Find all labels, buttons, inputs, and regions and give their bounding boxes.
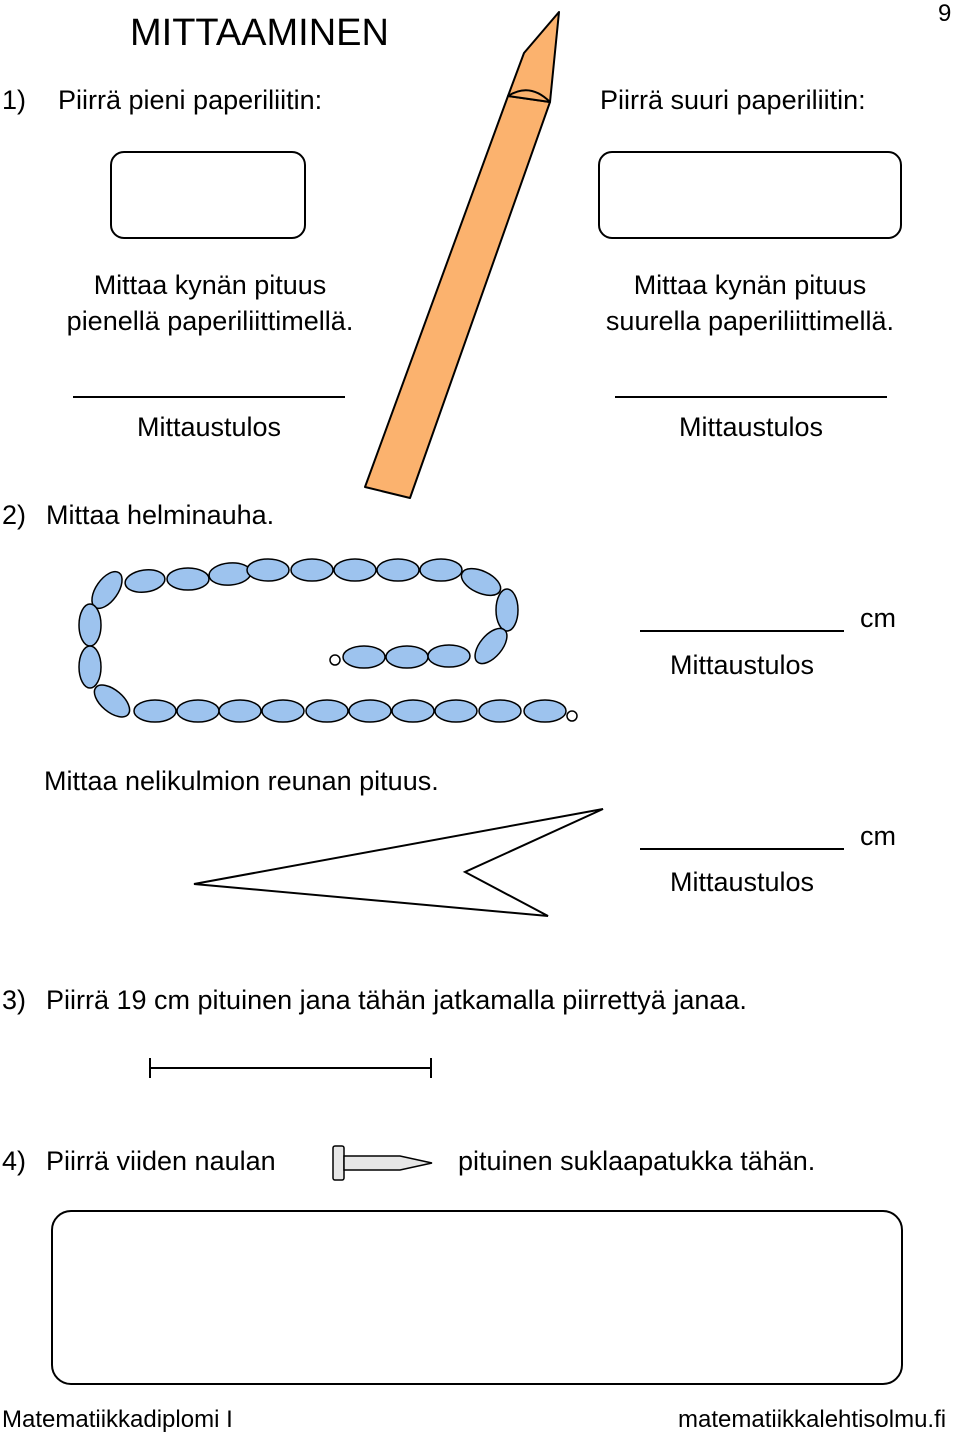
bead [478,699,522,723]
task2-prompt: Mittaa helminauha. [46,500,275,530]
task1-number: 1) [2,85,27,115]
task3-number: 3) [2,985,27,1015]
bead [261,699,305,723]
bead [474,627,508,665]
bead [495,588,519,632]
bead [391,699,435,723]
bead [385,645,429,669]
task1-right-result-label: Mittaustulos [678,412,824,442]
bead [427,644,471,668]
pencil-icon [364,11,560,499]
chocolate-bar-drawing-box[interactable] [51,1210,903,1385]
task4-prompt-before: Piirrä viiden naulan [46,1146,276,1176]
task1-left-measure-line2: pienellä paperiliittimellä. [66,306,354,336]
bead [419,558,463,582]
bead [523,699,567,723]
necklace-answer-line[interactable] [640,630,844,632]
task1-left-measure-line1: Mittaa kynän pituus [93,270,327,300]
pencil-tip [507,11,560,103]
task4-number: 4) [2,1146,27,1176]
task3-prompt: Piirrä 19 cm pituinen jana tähän jatkama… [46,985,747,1015]
large-paperclip-drawing-box[interactable] [598,151,902,239]
bead [176,699,220,723]
bead [460,567,502,597]
task4-prompt-after: pituinen suklaapatukka tähän. [458,1146,816,1176]
task1-left-answer-line[interactable] [73,396,345,398]
polygon-prompt: Mittaa nelikulmion reunan pituus. [44,766,439,796]
bead [124,569,166,593]
bead [246,558,290,582]
task1-left-prompt: Piirrä pieni paperiliitin: [58,85,323,115]
bead [78,645,102,689]
polygon-unit: cm [860,821,896,851]
page-number: 9 [938,0,952,27]
bead [342,645,386,669]
necklace-end [329,654,341,666]
necklace-end [566,710,578,722]
necklace-unit: cm [860,603,896,633]
task1-right-measure-line1: Mittaa kynän pituus [633,270,867,300]
task1-right-prompt: Piirrä suuri paperiliitin: [600,85,866,115]
footer-right: matematiikkalehtisolmu.fi [678,1406,947,1433]
bead [133,699,177,723]
bead [218,699,262,723]
task2-number: 2) [2,500,27,530]
bead [290,558,334,582]
bead [333,558,377,582]
page-title: MITTAAMINEN [130,12,389,54]
bead [93,684,131,718]
polygon-result-label: Mittaustulos [669,867,815,897]
task1-left-result-label: Mittaustulos [136,412,282,442]
bead [166,567,210,591]
nail-icon [332,1145,433,1181]
polygon-answer-line[interactable] [640,848,844,850]
segment-start [149,1058,432,1078]
bead [305,699,349,723]
small-paperclip-drawing-box[interactable] [110,151,306,239]
quadrilateral-shape [193,808,604,917]
bead [348,699,392,723]
bead [78,603,102,647]
bead [434,699,478,723]
footer-left: Matematiikkadiplomi I [2,1406,233,1433]
bead-necklace-icon [78,558,578,723]
necklace-result-label: Mittaustulos [669,650,815,680]
task1-right-measure-line2: suurella paperiliittimellä. [605,306,895,336]
task1-right-answer-line[interactable] [615,396,887,398]
bead [208,562,252,586]
bead [376,558,420,582]
